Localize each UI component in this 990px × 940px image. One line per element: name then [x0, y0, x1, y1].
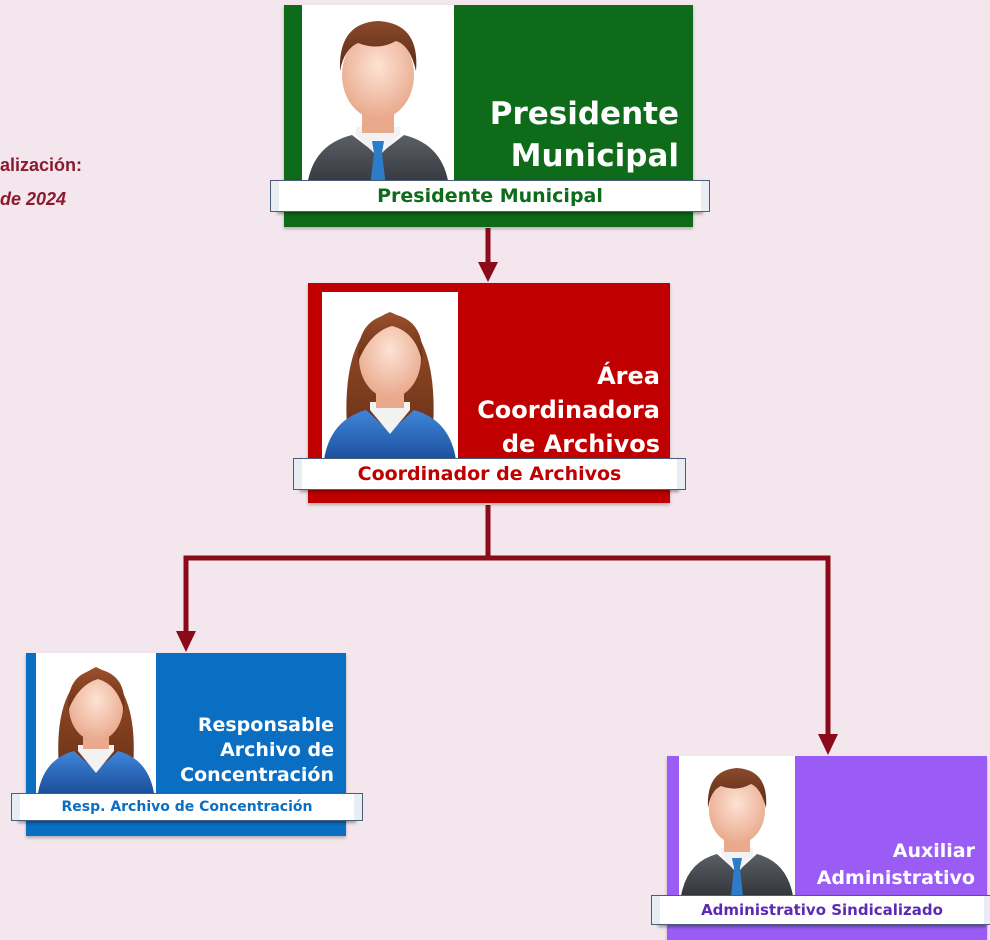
president-title-line-1: Presidente — [489, 96, 679, 132]
president-banner: Presidente Municipal — [270, 180, 710, 212]
coordinator-banner: Coordinador de Archivos — [293, 458, 686, 490]
coordinator-title-line-3: de Archivos — [501, 430, 660, 458]
president-title-line-2: Municipal — [510, 138, 679, 174]
concentration-title-line-1: Responsable — [197, 714, 334, 736]
coordinator-title-line-1: Área — [597, 362, 660, 390]
coordinator-banner-label: Coordinador de Archivos — [357, 463, 622, 485]
connector-coordinator-to-children — [183, 505, 831, 735]
coordinator-title-line-2: Coordinadora — [477, 396, 660, 424]
auxiliary-banner-label: Administrativo Sindicalizado — [701, 901, 943, 919]
update-note-line-2: de 2024 — [0, 189, 67, 209]
president-title: Presidente Municipal — [490, 93, 679, 177]
male-avatar-icon — [302, 5, 454, 187]
auxiliary-title: Auxiliar Administrativo — [817, 838, 975, 892]
president-banner-label: Presidente Municipal — [377, 185, 603, 207]
concentration-banner-label: Resp. Archivo de Concentración — [61, 799, 313, 815]
concentration-title-line-2: Archivo de — [220, 739, 334, 761]
update-note-line-1: alización: — [0, 155, 83, 175]
arrowhead-coordinator — [478, 262, 498, 282]
arrowhead-auxiliary — [818, 734, 838, 755]
coordinator-title: Área Coordinadora de Archivos — [477, 359, 660, 461]
male-avatar-icon — [679, 756, 795, 896]
auxiliary-title-line-1: Auxiliar — [892, 840, 975, 862]
concentration-title-line-3: Concentración — [180, 764, 334, 786]
concentration-title: Responsable Archivo de Concentración — [180, 713, 334, 788]
arrowhead-concentration — [176, 631, 196, 652]
concentration-banner: Resp. Archivo de Concentración — [11, 793, 363, 821]
female-avatar-icon — [322, 292, 458, 460]
auxiliary-title-line-2: Administrativo — [816, 867, 975, 889]
auxiliary-banner: Administrativo Sindicalizado — [651, 895, 990, 925]
female-avatar-icon — [36, 653, 156, 793]
